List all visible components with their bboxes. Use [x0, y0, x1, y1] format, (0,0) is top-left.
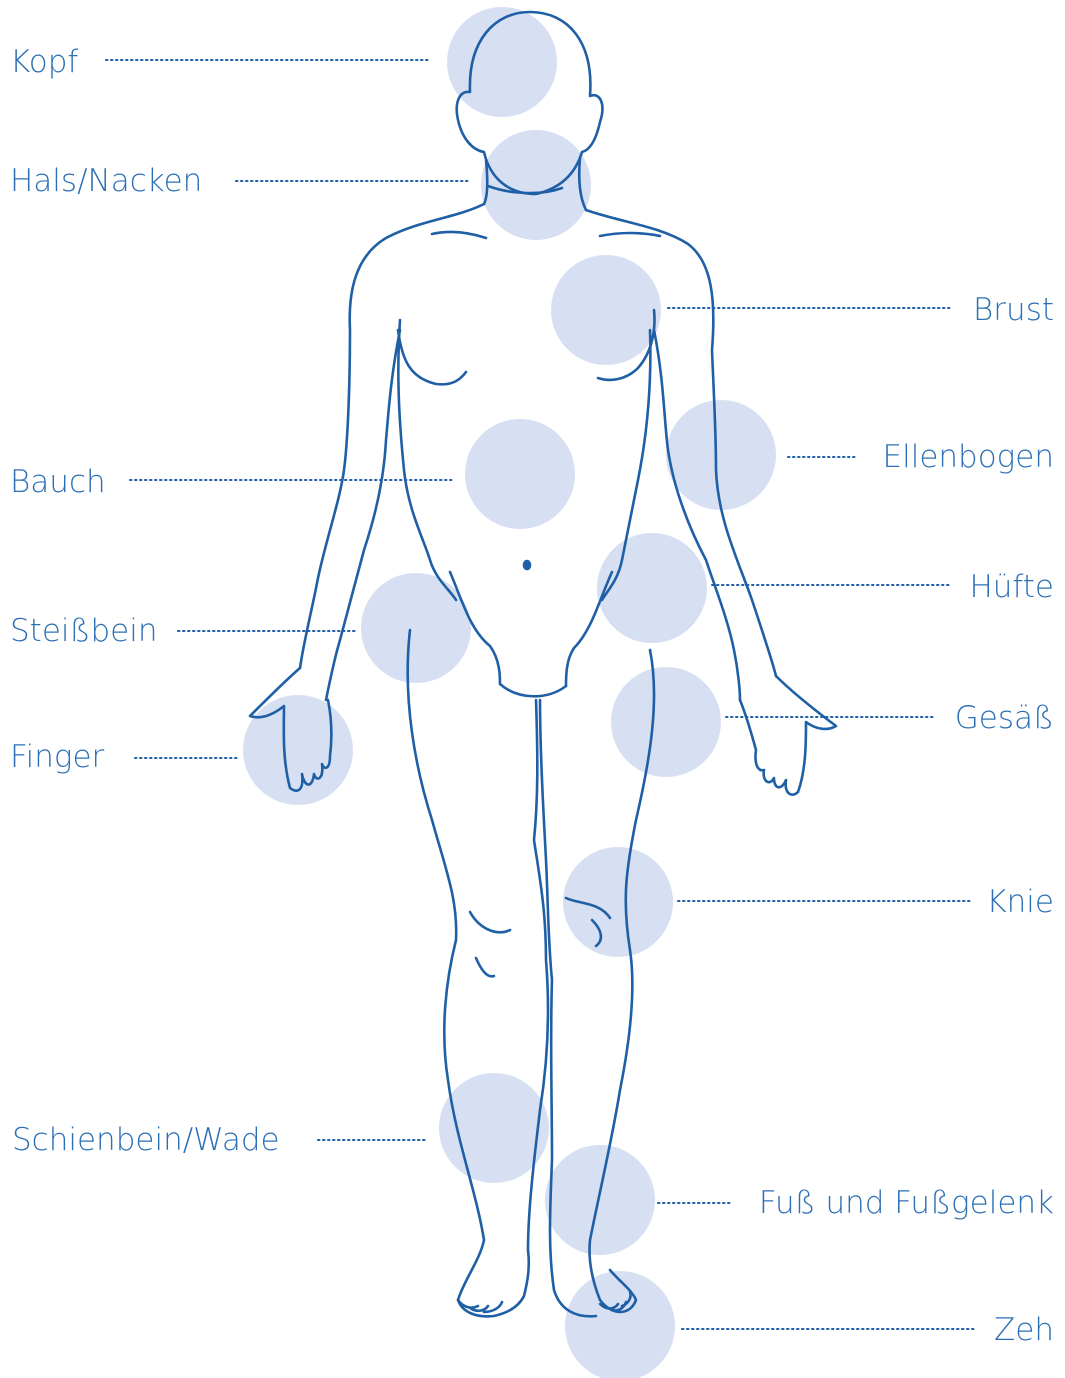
label-gesaess[interactable]: Gesäß	[955, 700, 1054, 736]
right-arm-inner	[654, 330, 740, 700]
label-steissbein[interactable]: Steißbein	[10, 613, 158, 649]
region-circle-bauch[interactable]	[465, 419, 575, 529]
region-circle-ellenbogen[interactable]	[666, 400, 776, 510]
chest-left	[398, 330, 466, 384]
label-hals-nacken[interactable]: Hals/Nacken	[10, 163, 202, 199]
label-schienbein-wade[interactable]: Schienbein/Wade	[12, 1122, 280, 1158]
label-huefte[interactable]: Hüfte	[969, 569, 1054, 605]
region-circle-finger[interactable]	[243, 695, 353, 805]
label-kopf[interactable]: Kopf	[10, 44, 78, 80]
left-knee	[470, 912, 510, 976]
region-circle-zeh[interactable]	[565, 1271, 675, 1378]
region-circle-brust[interactable]	[551, 255, 661, 365]
label-knie[interactable]: Knie	[986, 884, 1054, 920]
label-bauch[interactable]: Bauch	[10, 464, 106, 500]
region-circle-kopf[interactable]	[447, 7, 557, 117]
label-brust[interactable]: Brust	[973, 292, 1054, 328]
label-zeh[interactable]: Zeh	[994, 1312, 1054, 1348]
region-circle-gesaess[interactable]	[611, 667, 721, 777]
region-circle-hals[interactable]	[481, 130, 591, 240]
right-hand	[740, 676, 836, 795]
groin	[500, 684, 566, 696]
pelvis-right	[566, 572, 612, 686]
label-fuss-und-fussgelenk[interactable]: Fuß und Fußgelenk	[759, 1185, 1054, 1221]
region-circles	[243, 7, 776, 1378]
navel	[524, 561, 530, 569]
label-finger[interactable]: Finger	[10, 739, 105, 775]
region-circle-huefte[interactable]	[597, 533, 707, 643]
region-circle-steissbein[interactable]	[361, 573, 471, 683]
left-leg-outer	[408, 630, 529, 1316]
region-circle-fuss[interactable]	[545, 1145, 655, 1255]
clavicle-right	[600, 233, 660, 236]
label-ellenbogen[interactable]: Ellenbogen	[883, 439, 1055, 475]
clavicle-left	[432, 232, 486, 238]
